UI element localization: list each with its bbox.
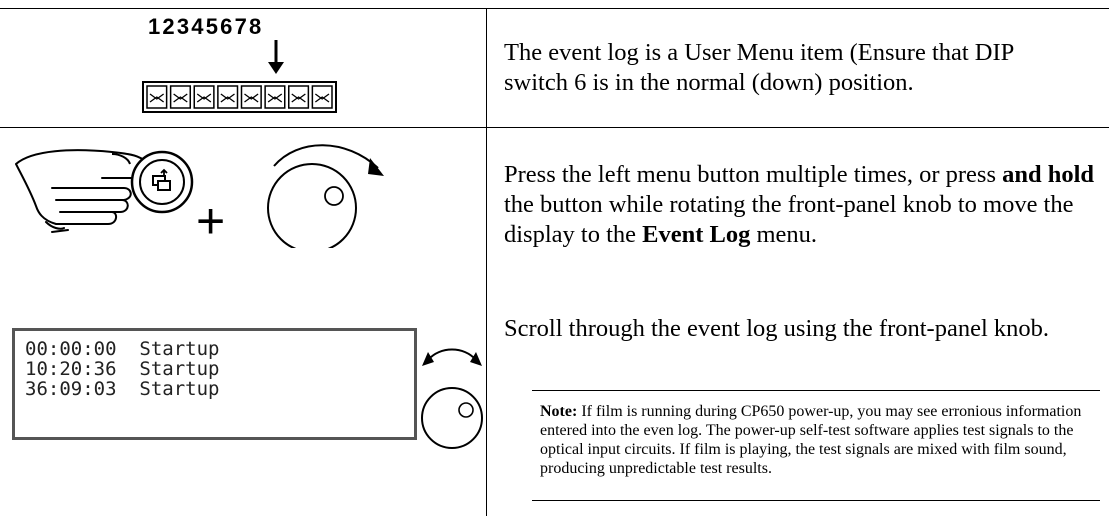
front-panel-knob-rotate-icon — [267, 144, 384, 248]
dip-switch-instruction: The event log is a User Menu item (Ensur… — [504, 39, 1014, 96]
dip-switch-cell — [217, 85, 239, 109]
event-log-display: 00:00:00 Startup 10:20:36 Startup 36:09:… — [12, 328, 417, 440]
dip-switch-cell — [146, 85, 168, 109]
dip-switch-icon — [142, 40, 337, 113]
menu-button-instruction: Press the left menu button multiple time… — [504, 161, 1095, 248]
table-top-rule — [0, 8, 1109, 9]
front-panel-knob-scroll-icon — [421, 348, 483, 449]
dip-switch-cell — [288, 85, 310, 109]
table-column-divider — [486, 8, 487, 516]
dip-switch-cell — [240, 85, 262, 109]
note-text: Note: If film is running during CP650 po… — [540, 402, 1096, 478]
table-row-divider — [0, 127, 1109, 128]
scroll-instruction: Scroll through the event log using the f… — [504, 315, 1050, 342]
plus-sign: + — [196, 193, 226, 249]
dip-switch-cell — [264, 85, 286, 109]
hand-pressing-menu-button-icon — [15, 149, 194, 233]
note-label: Note: — [540, 403, 578, 420]
dip-switch-numbers: 12345678 — [148, 14, 264, 39]
event-log-line: 00:00:00 Startup — [25, 338, 220, 360]
note-bottom-rule — [532, 500, 1100, 501]
dip-switch-cell — [193, 85, 215, 109]
dip-switch-cell — [311, 85, 333, 109]
event-log-line: 36:09:03 Startup — [25, 378, 220, 400]
note-body: If film is running during CP650 power-up… — [540, 403, 1082, 477]
down-arrow-icon — [268, 40, 284, 74]
event-log-line: 10:20:36 Startup — [25, 358, 220, 380]
dip-switch-cell — [169, 85, 191, 109]
note-top-rule — [532, 390, 1100, 391]
